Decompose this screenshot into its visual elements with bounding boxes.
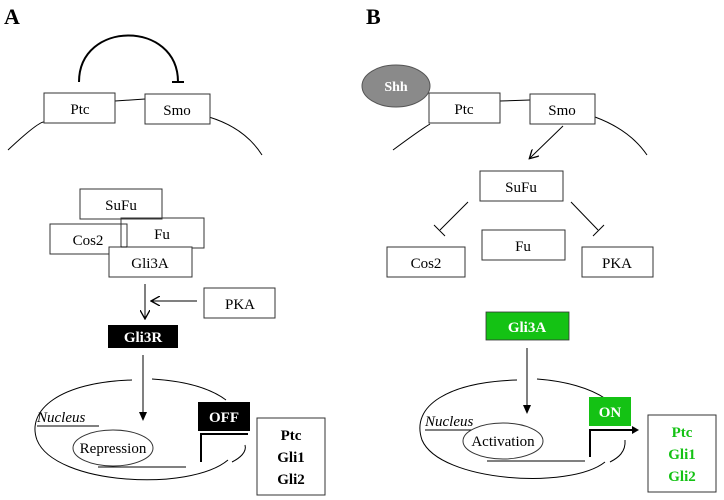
target-a-0: Ptc	[281, 428, 302, 444]
gli3a-label-a: Gli3A	[131, 256, 169, 272]
pka-box-b	[581, 246, 654, 278]
sufu-label-b: SuFu	[505, 180, 537, 196]
gli3a-box-a	[108, 246, 193, 278]
cos2-box-b	[386, 246, 466, 278]
inhibit-bar-cos2	[433, 224, 446, 237]
targets-box-a	[256, 417, 326, 496]
off-label: OFF	[209, 410, 239, 426]
tss-arrow-b	[589, 429, 632, 457]
nucleus-outline-a-right	[231, 444, 246, 463]
membrane-link-a	[114, 98, 146, 102]
gli3r-label: Gli3R	[124, 330, 163, 346]
ptc-label-a: Ptc	[70, 102, 90, 118]
fu-label-b: Fu	[515, 239, 531, 255]
smo-box-b	[529, 93, 596, 125]
activation-label: Activation	[471, 434, 535, 450]
membrane-link-b	[499, 99, 531, 102]
panel-a: A Ptc Smo SuFu Cos2 Fu Gli3A PKA Gli3R	[4, 4, 326, 496]
tss-arrow-a	[200, 433, 248, 462]
ptc-label-b: Ptc	[454, 102, 474, 118]
pka-label-a: PKA	[225, 297, 255, 313]
arrow-smo-to-sufu	[530, 125, 564, 158]
membrane-left-b	[392, 123, 431, 151]
pka-label-b: PKA	[602, 256, 632, 272]
nucleus-outline-b-left	[419, 379, 606, 479]
targets-box-b	[647, 414, 717, 493]
smo-label-a: Smo	[163, 103, 191, 119]
inhibit-line-cos2	[439, 201, 469, 231]
cos2-label-b: Cos2	[411, 256, 442, 272]
ptc-box-a	[43, 92, 116, 124]
inhibition-arc-a	[78, 34, 179, 83]
repression-label: Repression	[80, 441, 147, 457]
panel-a-label: A	[4, 4, 20, 29]
activation-ellipse	[462, 422, 544, 460]
smo-box-a	[144, 93, 211, 125]
target-a-2: Gli2	[277, 472, 305, 488]
gli3a-box-b	[485, 311, 570, 341]
panel-b: B Ptc Smo Shh SuFu Fu Cos2 PKA Gli3A Nuc…	[361, 4, 717, 493]
membrane-right-a	[208, 116, 263, 156]
target-b-1: Gli1	[668, 447, 696, 463]
inhibit-bar-pka	[592, 224, 605, 237]
nucleus-outline-b-right	[609, 439, 626, 463]
nucleus-label-a: Nucleus	[36, 410, 85, 426]
gli3a-label-b: Gli3A	[508, 320, 547, 336]
fu-label-a: Fu	[154, 227, 170, 243]
cos2-label-a: Cos2	[73, 233, 104, 249]
sufu-label-a: SuFu	[105, 198, 137, 214]
ptc-box-b	[428, 92, 501, 124]
gli3r-box	[108, 325, 178, 348]
target-a-1: Gli1	[277, 450, 305, 466]
smo-label-b: Smo	[548, 103, 576, 119]
nucleus-outline-a-left	[34, 379, 229, 481]
target-b-0: Ptc	[672, 425, 693, 441]
inhibit-line-pka	[570, 201, 599, 231]
off-box	[198, 402, 250, 431]
panel-b-label: B	[366, 4, 381, 29]
tss-arrowhead-b	[632, 426, 639, 434]
sufu-box-b	[479, 170, 564, 202]
pka-box-a	[203, 287, 276, 319]
nucleus-outline-a-top	[151, 378, 227, 401]
repression-ellipse	[72, 429, 154, 467]
on-box	[589, 397, 631, 426]
membrane-right-b	[594, 116, 648, 156]
membrane-left-a	[7, 121, 46, 151]
target-b-2: Gli2	[668, 469, 696, 485]
shh-label: Shh	[384, 80, 408, 95]
fu-box-b	[481, 229, 566, 261]
on-label: ON	[599, 405, 622, 421]
shh-ligand	[361, 64, 431, 108]
nucleus-label-b: Nucleus	[424, 414, 473, 430]
nucleus-outline-b-top	[536, 378, 607, 400]
